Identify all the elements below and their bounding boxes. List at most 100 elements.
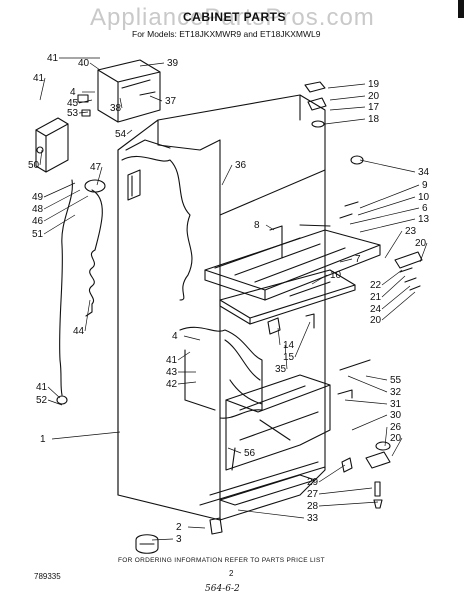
callout-c23: 23 [405,226,417,237]
cabinet-shell [117,94,326,521]
leader-line-c29 [318,464,346,483]
callout-c47: 47 [90,162,102,173]
leader-line-c10a [357,196,416,216]
callout-c4a: 4 [70,87,76,98]
leader-line-c52 [47,399,63,406]
leader-line-c41b [39,77,46,101]
callout-c46: 46 [32,216,44,227]
leader-line-c39 [139,62,165,67]
leader-line-c45 [78,99,93,104]
callout-c33: 33 [307,513,319,524]
callout-c8: 8 [254,220,260,231]
leader-line-c19 [327,83,366,89]
callout-c9: 9 [422,180,428,191]
callout-c4b: 4 [172,331,178,342]
callout-c2: 2 [176,522,182,533]
callout-c41b: 41 [33,73,45,84]
document-code: 789335 [34,572,61,581]
callout-c29: 29 [307,477,319,488]
leader-line-c20a [329,95,366,101]
callout-leaders [39,57,428,541]
leader-line-c9 [359,184,420,209]
callout-c20d: 20 [390,433,402,444]
leader-line-c20d [391,437,403,457]
leader-line-c33 [237,509,305,519]
handwritten-code: 564-6-2 [205,584,240,594]
leader-line-c18 [324,118,366,125]
callout-c6: 6 [422,203,428,214]
callout-c10b: 10 [330,270,342,281]
callout-c56: 56 [244,448,256,459]
callout-c40: 40 [78,58,90,69]
leader-line-c17 [329,106,366,111]
upper-hinge-parts [304,81,364,219]
callout-c42: 42 [166,379,178,390]
callout-c52: 52 [36,395,48,406]
callout-c44: 44 [73,326,85,337]
leader-line-c48 [43,189,81,210]
callout-c41c: 41 [166,355,178,366]
callout-c48: 48 [32,204,44,215]
page-number: 2 [229,569,234,578]
callout-c39: 39 [167,58,179,69]
leader-line-c32 [347,375,388,393]
callout-c15: 15 [283,352,295,363]
leader-line-c34 [359,159,416,173]
corner-tab-mark [458,0,464,18]
callout-c41d: 41 [36,382,48,393]
callout-c35: 35 [275,364,287,375]
callout-c34: 34 [418,167,430,178]
leader-line-c42 [177,381,197,385]
callout-c50: 50 [28,160,40,171]
leader-line-c30 [351,414,388,431]
leader-line-c56 [227,447,242,454]
leader-line-c8 [265,224,275,231]
leader-line-c20c [381,291,416,321]
leveling-legs [56,395,223,554]
callout-c32: 32 [390,387,402,398]
callout-c18: 18 [368,114,380,125]
leader-line-c28 [318,501,379,507]
leader-line-c15 [294,321,311,358]
leader-line-c46 [43,195,89,222]
base-rail [199,461,326,506]
leader-line-c1 [51,431,121,440]
shelf-frame [204,224,381,325]
leader-line-c24 [381,285,411,310]
leader-line-c22 [381,269,403,286]
callout-c51: 51 [32,229,44,240]
callout-c3: 3 [176,534,182,545]
page-title: CABINET PARTS [183,10,286,24]
leader-line-c47 [96,166,103,186]
light-switch-box [35,117,69,173]
callout-c1: 1 [40,434,46,445]
callout-c43: 43 [166,367,178,378]
leader-line-c51 [43,214,76,235]
leader-line-c35 [284,344,288,370]
leader-line-c55 [365,375,388,381]
leader-line-c44 [84,299,91,332]
leader-line-c31 [344,399,388,405]
callout-c41a: 41 [47,53,59,64]
leader-line-c41d [47,386,61,399]
leader-line-c53 [78,111,89,114]
callout-c45: 45 [67,98,79,109]
callout-c24: 24 [370,304,382,315]
callout-c30: 30 [390,410,402,421]
callout-c38: 38 [110,103,122,114]
leader-line-c26 [384,426,388,447]
callout-c28: 28 [307,501,319,512]
leader-line-c2 [187,526,206,529]
leader-line-c13 [359,218,416,233]
callout-c49: 49 [32,192,44,203]
callout-c20b: 20 [415,238,427,249]
leader-line-c23 [384,230,403,259]
power-cord-assembly [59,179,106,396]
callout-c20c: 20 [370,315,382,326]
leader-line-c40 [89,62,101,71]
callout-c19: 19 [368,79,380,90]
leader-line-c36 [221,164,233,186]
